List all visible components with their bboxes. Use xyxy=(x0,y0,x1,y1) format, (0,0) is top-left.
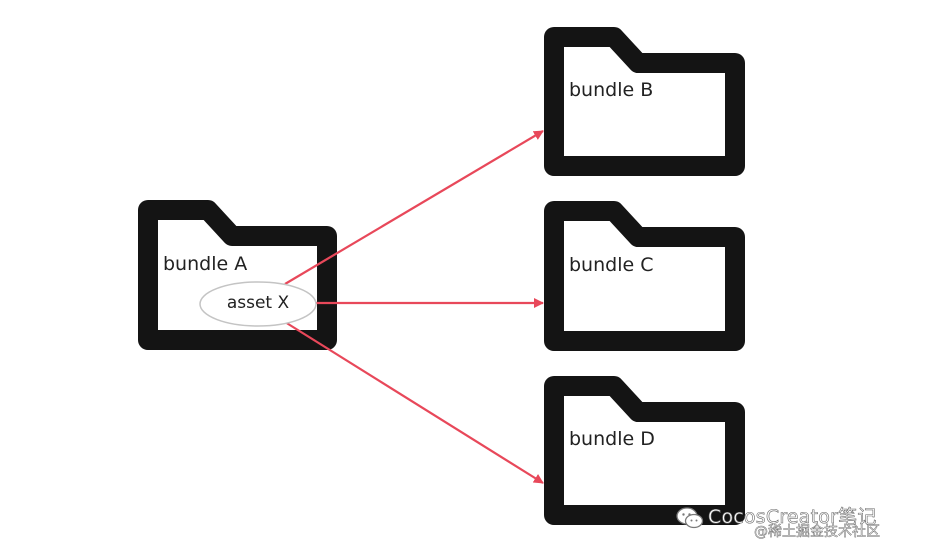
watermark-name: CocosCreator笔记 xyxy=(708,506,877,529)
folder-b-icon xyxy=(544,27,745,176)
bundle-b-label: bundle B xyxy=(569,79,654,101)
folder-c-icon xyxy=(544,201,745,351)
asset-x-ellipse xyxy=(199,281,317,327)
watermark: CocosCreator笔记 @稀土掘金技术社区 xyxy=(676,500,926,550)
folder-d-icon xyxy=(544,376,745,525)
watermark-sub: @稀土掘金技术社区 xyxy=(754,524,881,541)
asset-x-label: asset X xyxy=(226,293,290,313)
bundle-c-label: bundle C xyxy=(569,254,654,276)
bundle-a-label: bundle A xyxy=(163,253,248,275)
wechat-icon xyxy=(676,507,704,529)
bundle-d-label: bundle D xyxy=(569,428,655,450)
arrow-to-bundle-d xyxy=(284,321,544,484)
arrow-to-bundle-b xyxy=(284,130,544,285)
